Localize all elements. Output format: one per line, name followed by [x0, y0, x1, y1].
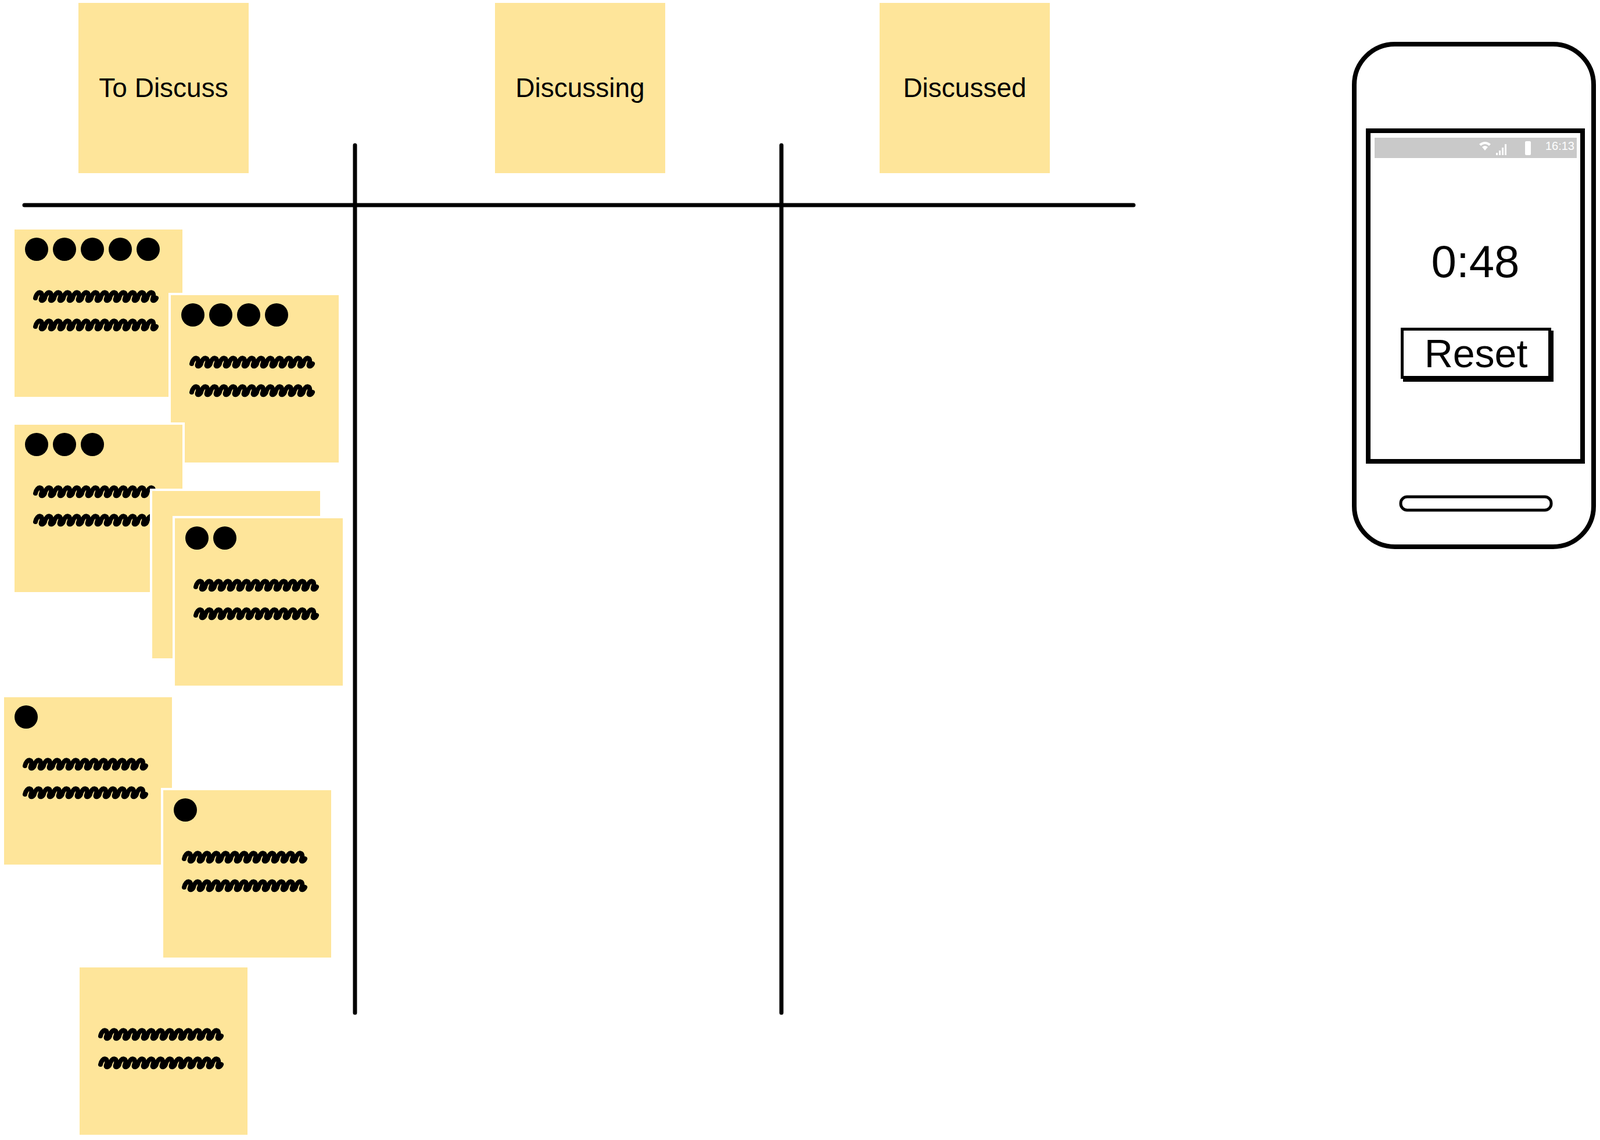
vote-dot — [14, 705, 38, 729]
status-bar — [1374, 137, 1577, 159]
vote-dot — [24, 237, 49, 261]
sticky-paper — [162, 788, 333, 959]
phone-outline — [1354, 44, 1594, 547]
signal-bar — [1501, 147, 1504, 156]
phone-screen: 16:13 0:48Reset — [1368, 130, 1583, 462]
scribble-line — [24, 788, 146, 797]
phone-screen-frame — [1368, 130, 1583, 462]
vote-dot — [185, 526, 209, 550]
status-icons — [1479, 141, 1531, 156]
scribble-line — [100, 1058, 222, 1067]
phone-body — [1354, 44, 1594, 547]
vote-dot — [52, 237, 77, 261]
vote-dot — [24, 432, 49, 457]
header-rule — [24, 203, 1134, 208]
wifi-icon — [1479, 141, 1491, 151]
sticky-paper — [2, 696, 174, 866]
timer-display: 0:48 — [1368, 238, 1583, 285]
sticky-note — [13, 228, 184, 398]
reset-button: Reset — [1400, 327, 1552, 379]
column-header-note: Discussed — [879, 2, 1050, 174]
home-button — [1400, 496, 1552, 511]
column-divider — [353, 145, 358, 1013]
vote-dot — [108, 237, 132, 261]
scribble-line — [35, 292, 157, 301]
scribble-line — [35, 515, 157, 525]
vote-dot — [173, 798, 197, 822]
signal-bar — [1498, 150, 1501, 156]
scribble-line — [184, 881, 306, 890]
button-label: Reset — [1424, 331, 1528, 376]
sticky-note — [2, 696, 174, 866]
vote-dot — [52, 432, 77, 457]
vote-dot — [80, 432, 104, 457]
vote-dot — [80, 237, 104, 261]
sticky-note — [78, 966, 249, 1136]
scribble-line — [191, 386, 313, 395]
column-title: To Discuss — [98, 73, 228, 103]
scribble-line — [191, 357, 313, 367]
sticky-notes — [2, 228, 344, 1136]
column-divider — [779, 145, 784, 1013]
sticky-note — [169, 293, 340, 464]
sticky-paper — [173, 517, 344, 687]
column-header-note: Discussing — [494, 2, 666, 174]
sticky-paper — [13, 228, 184, 398]
sticky-paper — [169, 293, 340, 464]
vote-dot — [209, 303, 233, 327]
battery-icon — [1525, 141, 1531, 156]
sticky-note — [173, 517, 344, 687]
signal-bar — [1496, 152, 1498, 156]
scribble-line — [100, 1030, 222, 1039]
vote-dot — [237, 303, 261, 327]
vote-dot — [181, 303, 205, 327]
scribble-line — [24, 759, 146, 769]
sticky-paper — [78, 966, 249, 1136]
column-title: Discussed — [902, 73, 1026, 103]
scribble-line — [35, 487, 157, 496]
vote-dot — [213, 526, 237, 550]
vote-dot — [264, 303, 289, 327]
t-chart-lines — [24, 145, 1134, 1013]
signal-bar — [1504, 144, 1507, 156]
vote-dot — [136, 237, 160, 261]
column-title: Discussing — [515, 73, 645, 103]
column-header-note: To Discuss — [78, 2, 249, 174]
scribble-line — [184, 852, 306, 862]
status-time: 16:13 — [1545, 140, 1575, 152]
scribble-line — [195, 609, 317, 618]
sticky-note — [162, 788, 333, 959]
scribble-line — [35, 320, 157, 329]
scribble-line — [195, 580, 317, 590]
